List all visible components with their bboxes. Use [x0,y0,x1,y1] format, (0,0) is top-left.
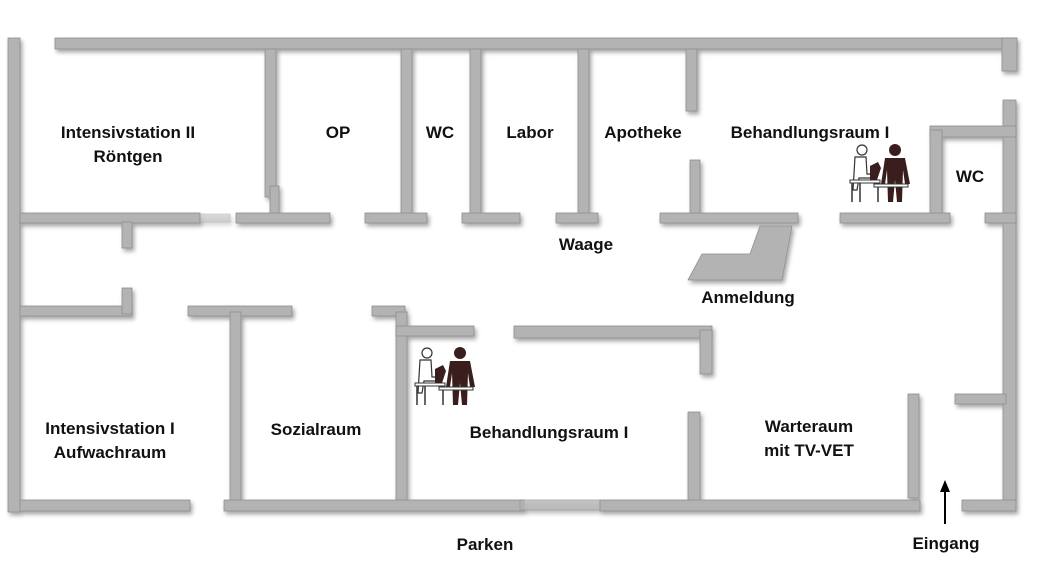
room-label-roentgen: Röntgen [94,147,163,166]
room-label-sozialraum: Sozialraum [271,420,362,439]
vet-consultation-icon [849,143,911,203]
room-label-behandlungsraum-top: Behandlungsraum I [731,123,890,142]
room-label-mit-tv-vet: mit TV-VET [764,441,854,460]
label-parken: Parken [457,535,514,554]
room-label-intensivstation-ii: Intensivstation II [61,123,195,142]
label-eingang: Eingang [912,534,979,553]
vet-consultation-icon [414,346,476,406]
walls [7,37,1018,513]
room-label-wc-right: WC [956,167,984,186]
room-label-behandlungsraum-bottom: Behandlungsraum I [470,423,629,442]
room-label-wc-top: WC [426,123,454,142]
room-label-op: OP [326,123,351,142]
room-label-apotheke: Apotheke [604,123,681,142]
room-label-intensivstation-i: Intensivstation I [45,419,174,438]
label-waage: Waage [559,235,613,254]
room-label-labor: Labor [506,123,554,142]
label-anmeldung: Anmeldung [701,288,795,307]
entrance-arrow-icon [940,480,950,524]
room-label-aufwachraum: Aufwachraum [54,443,166,462]
room-label-warteraum: Warteraum [765,417,853,436]
